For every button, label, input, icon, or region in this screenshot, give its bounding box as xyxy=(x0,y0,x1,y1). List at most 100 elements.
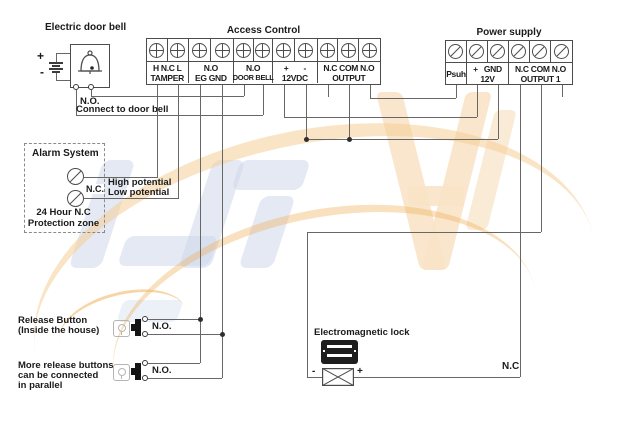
power-supply-title: Power supply xyxy=(476,27,542,38)
wire xyxy=(306,85,307,139)
terminal-label-line: N.O xyxy=(246,62,261,73)
bell-title: Electric door bell xyxy=(45,22,127,33)
wire xyxy=(307,232,541,233)
wire xyxy=(477,85,478,117)
btn2-contact xyxy=(142,375,148,381)
wire xyxy=(370,85,371,98)
wire xyxy=(148,334,222,335)
push-button-icon xyxy=(131,319,141,336)
terminal-label-line: N.C COM N.O xyxy=(514,63,566,74)
wire xyxy=(178,85,179,198)
btn1-no-label: N.O. xyxy=(152,321,172,332)
wire xyxy=(354,377,520,378)
terminal-label-line: H N.C L xyxy=(152,62,182,73)
screw-icon xyxy=(319,42,335,58)
electromagnetic-lock-icon xyxy=(321,340,358,364)
watermark-shape xyxy=(421,92,493,270)
power-label-row: Psuh + GND 12V N.C COM N.O OUTPUT 1 xyxy=(446,63,572,84)
screw-cell xyxy=(188,39,212,62)
screw-icon xyxy=(298,42,314,58)
screw-icon xyxy=(235,42,251,58)
screw-cell xyxy=(446,41,467,63)
wire xyxy=(200,85,201,363)
lock-dot xyxy=(354,350,356,352)
screw-cell xyxy=(272,39,296,62)
wire xyxy=(148,363,200,364)
battery-wire xyxy=(56,53,70,54)
wire xyxy=(244,85,245,96)
alarm-nc-label: N.C. xyxy=(86,184,104,194)
wire xyxy=(157,85,158,177)
access-control-block: H N.C L TAMPER N.O EG GND N.O DOOR BELL … xyxy=(146,38,381,85)
bell-connect-label: Connect to door bell xyxy=(76,104,169,115)
screw-cell xyxy=(317,39,339,62)
wire xyxy=(562,85,563,97)
wire xyxy=(307,232,308,377)
wire xyxy=(456,85,457,98)
screw-icon xyxy=(490,44,506,59)
alarm-zone-line1: 24 Hour N.C xyxy=(36,207,91,218)
wire xyxy=(148,319,200,320)
terminal-label-line: Psuh xyxy=(446,68,466,79)
screw-cell xyxy=(295,39,318,62)
junction-dot xyxy=(198,317,203,322)
access-control-title: Access Control xyxy=(226,25,301,36)
release-btn2-label2: can be connected xyxy=(18,370,99,381)
watermark-shape xyxy=(178,160,246,268)
bell-no-contact xyxy=(73,84,79,90)
terminal-label-line: 12VDC xyxy=(281,72,308,83)
screw-icon xyxy=(469,44,485,59)
alarm-high-label: High potential xyxy=(108,177,172,188)
watermark-shape xyxy=(231,160,311,190)
screw-icon xyxy=(255,42,271,58)
junction-dot xyxy=(347,137,352,142)
wire xyxy=(76,90,77,115)
watermark-shape xyxy=(408,186,464,206)
alarm-low-label: Low potential xyxy=(108,187,170,198)
terminal-label-line: + GND xyxy=(473,63,502,74)
screw-cell xyxy=(466,41,488,63)
wire xyxy=(263,85,264,115)
wire xyxy=(91,96,244,97)
terminal-label-tamper: H N.C L TAMPER xyxy=(147,62,189,83)
terminal-label-line: TAMPER xyxy=(150,72,185,83)
junction-dot xyxy=(220,332,225,337)
push-button-icon xyxy=(131,363,141,380)
lock-title: Electromagnetic lock xyxy=(314,327,410,338)
screw-icon xyxy=(448,44,464,59)
terminal-label-12vdc: + - 12VDC xyxy=(273,62,318,83)
wire xyxy=(520,85,521,377)
lock-minus: - xyxy=(312,366,316,377)
terminal-label-eg-gnd: N.O EG GND xyxy=(189,62,235,83)
release-btn1-label2: (Inside the house) xyxy=(18,325,100,336)
wire xyxy=(307,377,322,378)
lock-coil-symbol xyxy=(322,368,354,386)
wire xyxy=(284,85,285,117)
battery-plate xyxy=(52,65,60,67)
release-btn2-label3: in parallel xyxy=(18,380,63,391)
terminal-label-line: N.C COM N.O xyxy=(323,62,375,73)
terminal-label-door-bell: N.O DOOR BELL xyxy=(233,62,274,83)
watermark-shape xyxy=(117,236,219,266)
screw-icon xyxy=(362,42,378,58)
screw-icon xyxy=(192,42,208,58)
junction-dot xyxy=(304,137,309,142)
doorbell-button-icon xyxy=(113,364,130,381)
bell-no-label: N.O. xyxy=(80,96,100,107)
battery-wire xyxy=(56,53,57,62)
screw-cell xyxy=(550,41,572,63)
battery-wire xyxy=(56,80,70,81)
wire xyxy=(498,85,499,139)
watermark-shape xyxy=(238,196,296,268)
bell-no-contact xyxy=(88,84,94,90)
btn2-contact xyxy=(142,360,148,366)
bell-box xyxy=(70,44,110,88)
screw-icon xyxy=(149,42,165,58)
lock-plus: + xyxy=(357,366,363,377)
screw-cell xyxy=(529,41,551,63)
lock-slot xyxy=(327,345,352,348)
battery-minus: - xyxy=(40,65,44,79)
terminal-label-line: N.O xyxy=(203,62,219,73)
alarm-screw xyxy=(67,190,84,207)
